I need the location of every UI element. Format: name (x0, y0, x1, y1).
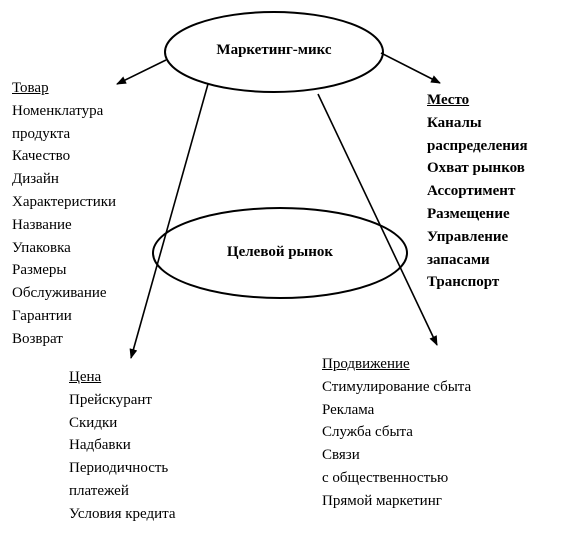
product-item: Обслуживание (12, 285, 107, 302)
place-item: запасами (427, 251, 490, 268)
place-item: Управление (427, 228, 509, 245)
place-item: Ассортимент (427, 183, 516, 200)
product-item: Возврат (12, 330, 63, 347)
place-heading: Место (427, 92, 470, 108)
promotion-item: Реклама (322, 401, 375, 418)
target-market-ellipse (152, 207, 408, 299)
arrow-to-price (129, 83, 209, 359)
product-item: Качество (12, 148, 71, 165)
product-block: Товар Номенклатура продукта Качество Диз… (12, 77, 116, 351)
promotion-item: с общественностью (322, 469, 449, 486)
place-item: Транспорт (427, 274, 500, 291)
place-block: Место Каналы распределения Охват рынков … (427, 89, 528, 294)
product-item: Номенклатура (12, 102, 104, 119)
place-item: Размещение (427, 205, 510, 222)
price-heading: Цена (69, 369, 102, 385)
place-item: Охват рынков (427, 160, 525, 177)
promotion-block: Продвижение Стимулирование сбыта Реклама… (322, 353, 471, 513)
product-item: Размеры (12, 262, 67, 279)
arrow-to-place (380, 52, 441, 84)
promotion-heading: Продвижение (322, 356, 410, 372)
price-item: Периодичность (69, 460, 169, 477)
price-item: Условия кредита (69, 505, 176, 522)
promotion-item: Служба сбыта (322, 424, 413, 441)
product-item: продукта (12, 125, 71, 142)
product-item: Характеристики (12, 193, 117, 210)
product-item: Гарантии (12, 307, 72, 324)
arrow-to-product (116, 59, 167, 85)
target-market-label: Целевой рынок (226, 244, 334, 260)
arrow-to-promotion (317, 93, 438, 346)
product-item: Название (12, 216, 72, 233)
promotion-item: Прямой маркетинг (322, 492, 442, 509)
price-item: Прейскурант (69, 391, 152, 408)
marketing-mix-ellipse (164, 11, 384, 93)
marketing-mix-label: Маркетинг-микс (216, 42, 332, 58)
place-item: Каналы (427, 114, 482, 131)
product-item: Дизайн (12, 171, 59, 188)
price-item: платежей (69, 482, 129, 499)
place-item: распределения (427, 137, 528, 154)
promotion-item: Связи (322, 447, 360, 464)
price-item: Надбавки (69, 437, 131, 454)
promotion-item: Стимулирование сбыта (322, 378, 472, 395)
product-item: Упаковка (12, 239, 71, 256)
price-block: Цена Прейскурант Скидки Надбавки Периоди… (69, 366, 176, 526)
price-item: Скидки (69, 414, 118, 431)
product-heading: Товар (12, 80, 49, 96)
